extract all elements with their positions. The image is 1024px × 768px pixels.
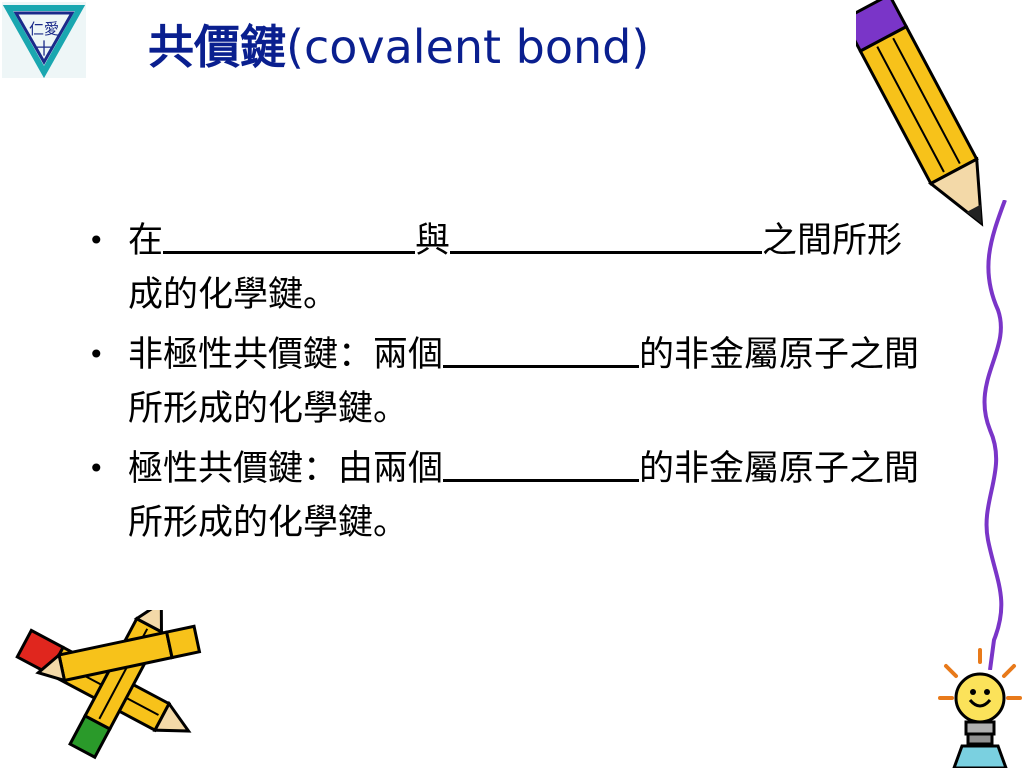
bullet-item: • 非極性共價鍵：兩個的非金屬原子之間所形成的化學鍵。 xyxy=(86,328,926,436)
crossed-pencils-icon xyxy=(15,610,202,760)
bullet-list: •在與之間所形成的化學鍵。 •非極性共價鍵：兩個的非金屬原子之間所形成的化學鍵。… xyxy=(86,214,926,556)
fill-in-blank xyxy=(450,215,763,254)
bullet-text: 極性共價鍵：由兩個 xyxy=(128,449,444,489)
bullet-item: • 在 與之間所形成的化學鍵。 xyxy=(86,214,926,322)
title-en: (covalent bond) xyxy=(286,20,650,74)
bullet-dot: • xyxy=(88,224,105,257)
bullet-dot: • xyxy=(88,338,105,371)
bullet-text: 與 xyxy=(415,221,451,261)
title-cjk: 共價鍵 xyxy=(148,20,286,74)
logo-text-bottom: 十 xyxy=(36,39,52,58)
fill-in-blank xyxy=(443,329,640,368)
slide-title: 共價鍵(covalent bond) xyxy=(148,22,649,73)
lightbulb-icon xyxy=(938,648,1022,768)
pencil-top-right-icon xyxy=(856,0,984,227)
bullet-text: 非極性共價鍵：兩個 xyxy=(128,335,444,375)
logo-text-top: 仁愛 xyxy=(29,20,59,38)
purple-squiggle-icon xyxy=(982,200,1007,670)
bullet-dot: • xyxy=(88,452,105,485)
bullet-text: 在 xyxy=(128,221,164,261)
bullet-item: • 極性共價鍵：由兩個的非金屬原子之間所形成的化學鍵。 xyxy=(86,442,926,550)
bullet-text: 的非金屬原子之間所形成的化學鍵。 xyxy=(128,335,920,429)
bullet-text: 的非金屬原子之間所形成的化學鍵。 xyxy=(128,449,920,543)
bullet-text: 之間所形成的化學鍵。 xyxy=(128,221,903,315)
fill-in-blank xyxy=(443,443,640,482)
fill-in-blank xyxy=(163,215,416,254)
school-logo: 仁愛 十 xyxy=(2,2,86,78)
